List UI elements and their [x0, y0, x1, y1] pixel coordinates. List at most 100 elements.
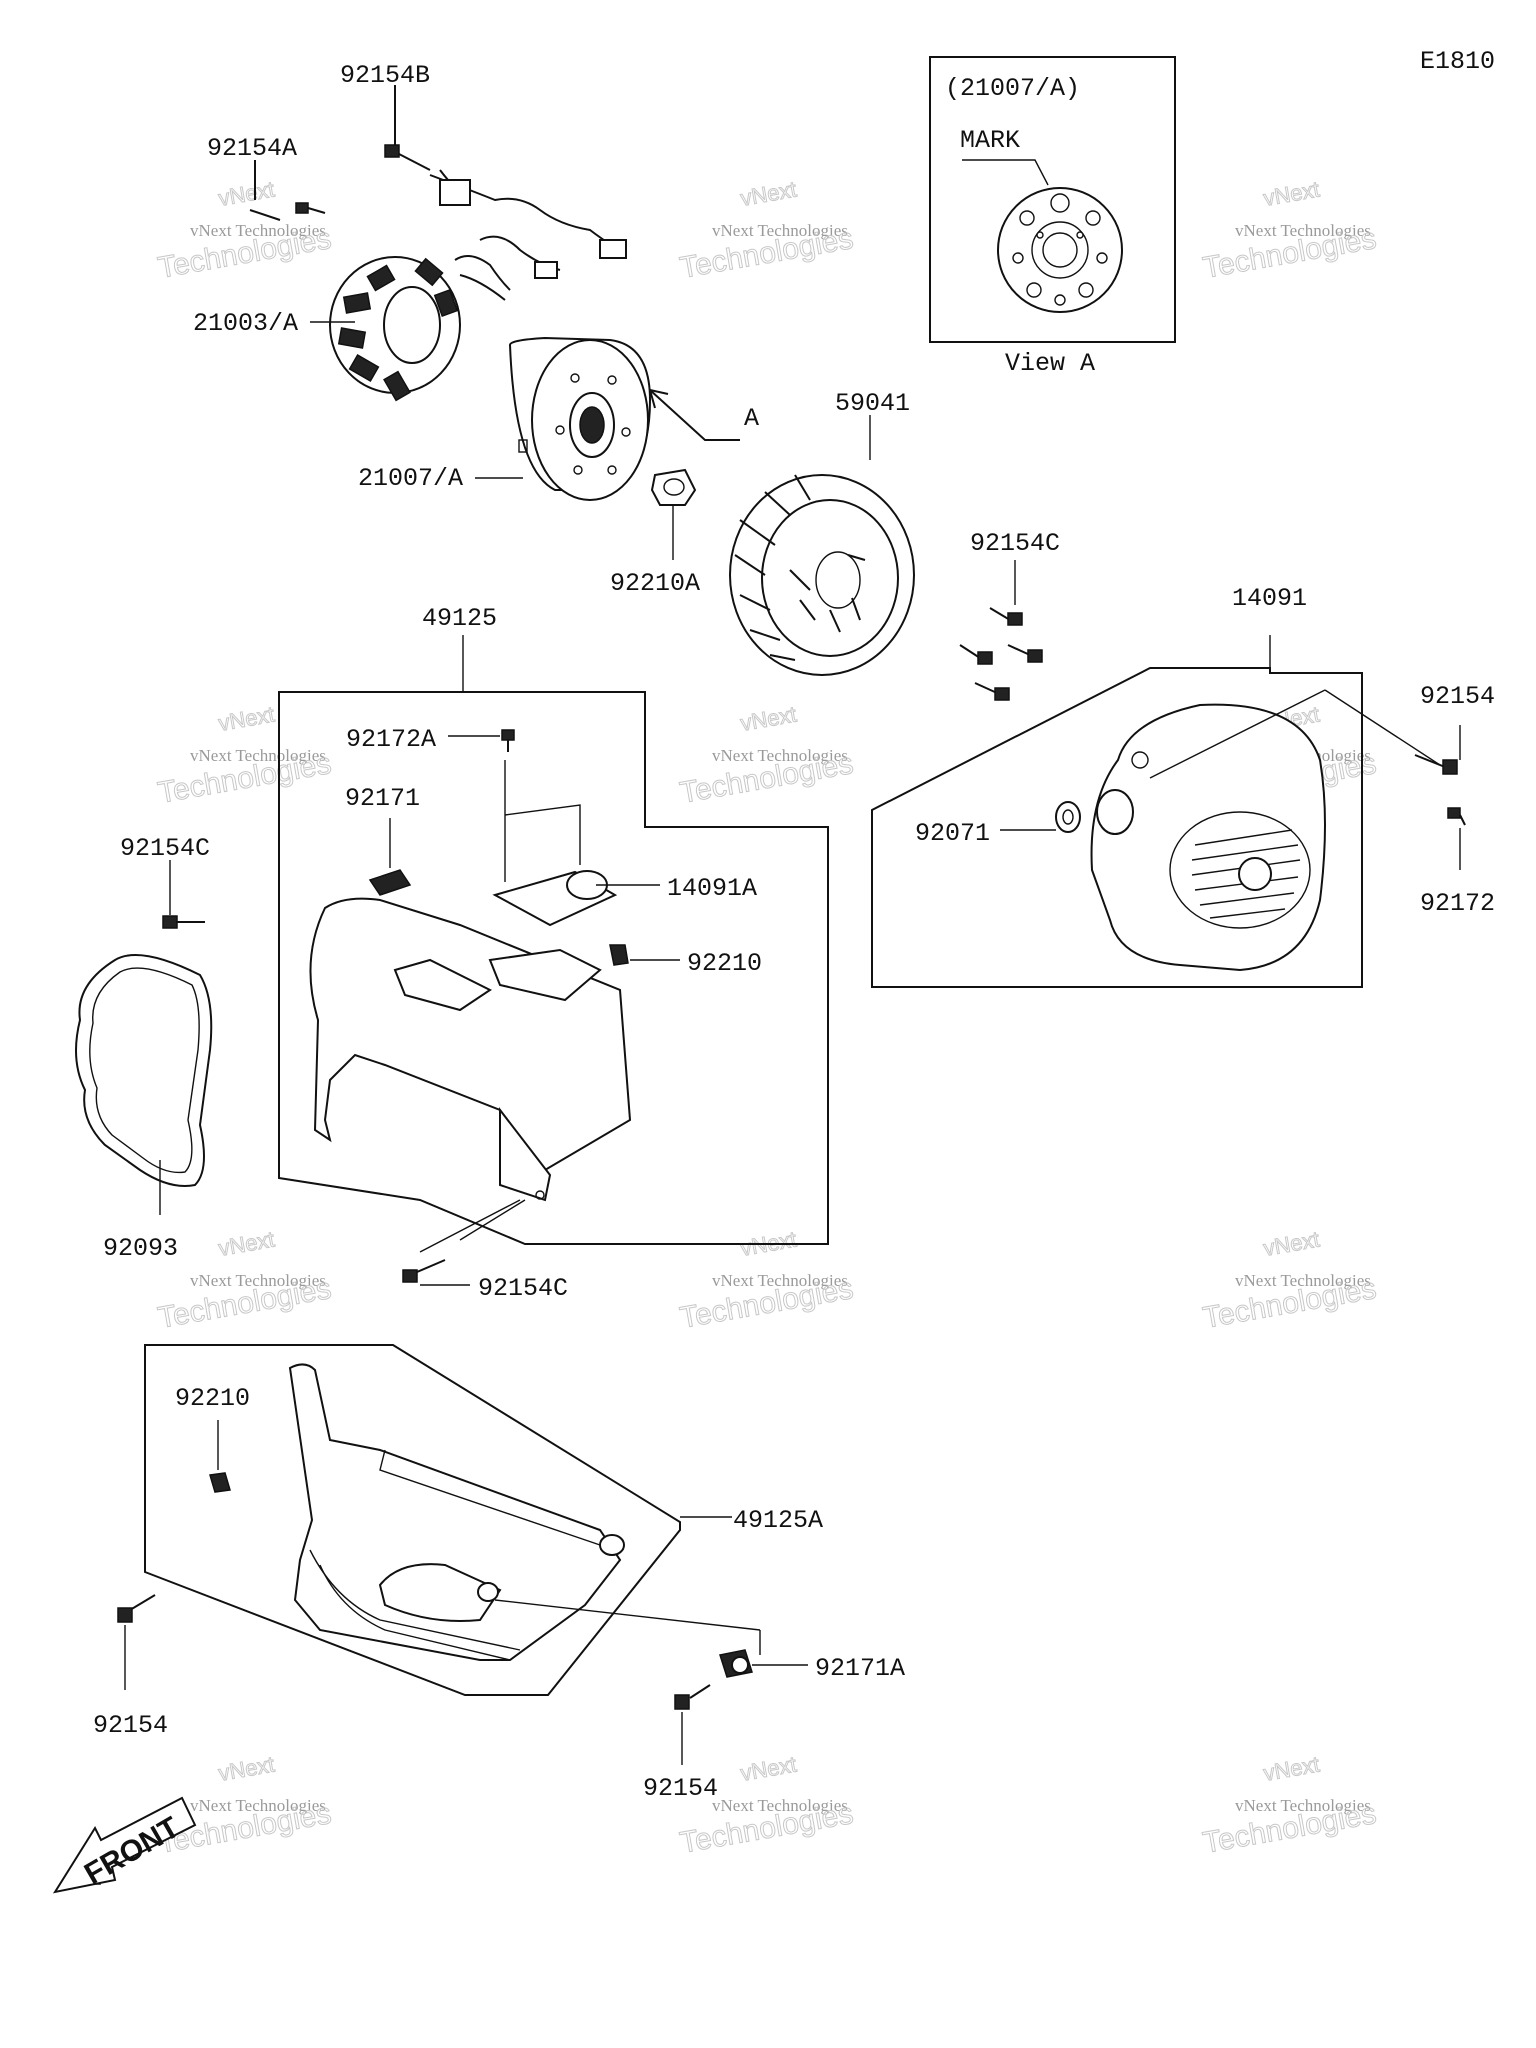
watermark-vnext: vNext	[1262, 1227, 1322, 1261]
lower-shroud-group-border	[144, 1344, 681, 1696]
label-92154C-bottom: 92154C	[478, 1274, 568, 1303]
nut-92210-low	[209, 1420, 231, 1493]
stator-assembly	[249, 85, 627, 402]
part-labels: 92154B 92154A 21003/A 21007/A 92210A 590…	[93, 61, 1495, 1803]
diagram-code: E1810	[1420, 47, 1495, 76]
label-92171: 92171	[345, 784, 420, 813]
watermark-r1c2: vNext vNext Technologies Technologies	[677, 176, 856, 285]
label-92093: 92093	[103, 1234, 178, 1263]
watermark-r3c3: vNext vNext Technologies Technologies	[1200, 1226, 1379, 1335]
bolt-92154-low-left	[117, 1594, 156, 1690]
watermark-r4c3: vNext vNext Technologies Technologies	[1200, 1751, 1379, 1860]
fan-cover-group-border	[871, 667, 1363, 988]
label-92172: 92172	[1420, 889, 1495, 918]
watermark-caption: vNext Technologies	[712, 221, 848, 240]
watermark-caption: vNext Technologies	[190, 1271, 326, 1290]
screw-92172	[1447, 807, 1466, 870]
watermark-vnext: vNext	[739, 177, 799, 211]
clip-92171A	[719, 1649, 808, 1678]
wire-harness-top	[429, 174, 621, 251]
watermark-r3c1: vNext vNext Technologies Technologies	[155, 1226, 334, 1335]
watermark-vnext: vNext	[1262, 1752, 1322, 1786]
watermark-caption: vNext Technologies	[1235, 1796, 1371, 1815]
watermark-vnext: vNext	[217, 702, 277, 736]
view-a-caption: View A	[1005, 349, 1095, 378]
fan-cover-panel	[871, 635, 1466, 988]
label-92210A: 92210A	[610, 569, 700, 598]
watermark-caption: vNext Technologies	[712, 746, 848, 765]
label-21003A: 21003/A	[193, 309, 298, 338]
mark-leader-line	[962, 159, 1049, 186]
watermark-caption: vNext Technologies	[190, 221, 326, 240]
washer-92071	[1000, 801, 1081, 833]
label-92171A: 92171A	[815, 1654, 905, 1683]
connector-2	[534, 261, 558, 279]
fan-cover-14091	[1090, 703, 1326, 972]
label-92154B: 92154B	[340, 61, 430, 90]
shroud-49125	[309, 897, 632, 1241]
label-59041: 59041	[835, 389, 910, 418]
view-a-panel: (21007/A) MARK View A	[929, 56, 1176, 378]
flywheel-rotor	[508, 336, 652, 501]
view-a-title: (21007/A)	[945, 74, 1080, 103]
shroud-group-border	[278, 691, 829, 1245]
watermark-vnext: vNext	[1262, 177, 1322, 211]
connector-1	[599, 239, 627, 259]
watermark-caption: vNext Technologies	[712, 1271, 848, 1290]
label-92154-low-left: 92154	[93, 1711, 168, 1740]
label-92172A: 92172A	[346, 725, 436, 754]
gasket-92093	[75, 954, 213, 1215]
front-arrow-icon: FRONT	[52, 1796, 197, 1894]
bolt-92154C-bottom	[402, 1199, 521, 1286]
nut-92210A	[650, 468, 697, 560]
stator-coil	[329, 256, 461, 402]
bolts-92154C-top	[959, 560, 1043, 701]
label-21007A: 21007/A	[358, 464, 463, 493]
callout-a-arrowhead	[649, 389, 669, 409]
watermark-r2c1: vNext vNext Technologies Technologies	[155, 701, 334, 810]
label-14091A: 14091A	[667, 874, 757, 903]
bolt-92154B	[384, 85, 431, 171]
callout-a-label: A	[744, 404, 759, 433]
watermark-caption: vNext Technologies	[1235, 1271, 1371, 1290]
watermark-caption: vNext Technologies	[190, 746, 326, 765]
watermark-caption: vNext Technologies	[1235, 221, 1371, 240]
watermark-r4c2: vNext vNext Technologies Technologies	[677, 1751, 856, 1860]
wire-clamp	[439, 179, 471, 206]
watermark-caption: vNext Technologies	[712, 1796, 848, 1815]
label-49125A: 49125A	[733, 1506, 823, 1535]
watermark-r2c2: vNext vNext Technologies Technologies	[677, 701, 856, 810]
plate-14091A	[492, 870, 660, 927]
watermark-r1c3: vNext vNext Technologies Technologies	[1200, 176, 1379, 285]
bolt-92154-low-mid	[674, 1684, 711, 1765]
watermark-vnext: vNext	[217, 177, 277, 211]
bolt-92154C-left	[162, 860, 205, 929]
watermark-vnext: vNext	[739, 1752, 799, 1786]
label-92154-low-mid: 92154	[643, 1774, 718, 1803]
label-92210-low: 92210	[175, 1384, 250, 1413]
label-92071: 92071	[915, 819, 990, 848]
label-92210-mid: 92210	[687, 949, 762, 978]
view-a-mark-label: MARK	[960, 126, 1020, 155]
label-49125: 49125	[422, 604, 497, 633]
label-14091: 14091	[1232, 584, 1307, 613]
label-92154-right: 92154	[1420, 682, 1495, 711]
lower-shroud-49125A	[288, 1363, 761, 1661]
watermark-vnext: vNext	[217, 1227, 277, 1261]
watermark-caption: vNext Technologies	[190, 1796, 326, 1815]
view-a-rotor-face	[997, 187, 1123, 313]
callout-a-line	[649, 389, 740, 441]
label-92154A: 92154A	[207, 134, 297, 163]
nut-92210-mid	[609, 944, 680, 966]
watermark-r1c1: vNext vNext Technologies Technologies	[155, 176, 334, 285]
view-a-border	[929, 56, 1176, 343]
cooling-fan	[729, 415, 915, 676]
label-92154C-top: 92154C	[970, 529, 1060, 558]
shroud-panel	[278, 635, 829, 1245]
lower-shroud-panel	[144, 1344, 761, 1696]
bolt-92154A	[249, 160, 326, 221]
watermark-vnext: vNext	[217, 1752, 277, 1786]
label-92154C-left: 92154C	[120, 834, 210, 863]
screw-92172A	[448, 729, 581, 882]
